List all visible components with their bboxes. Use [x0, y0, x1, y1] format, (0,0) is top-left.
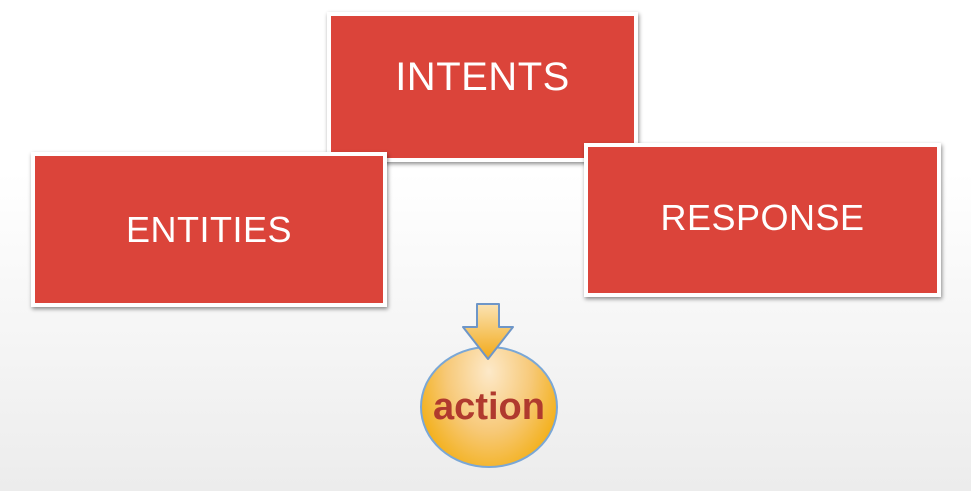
action-circle: action	[420, 346, 558, 468]
response-box: RESPONSE	[584, 143, 941, 297]
response-label: RESPONSE	[660, 197, 865, 238]
action-label: action	[433, 385, 545, 428]
entities-label: ENTITIES	[125, 208, 293, 250]
down-arrow-icon	[462, 303, 514, 360]
entities-box: ENTITIES	[31, 152, 387, 307]
watermark-text: ab123.com	[640, 122, 749, 147]
intents-box: INTENTS	[327, 12, 638, 162]
intents-label: INTENTS	[395, 54, 570, 99]
